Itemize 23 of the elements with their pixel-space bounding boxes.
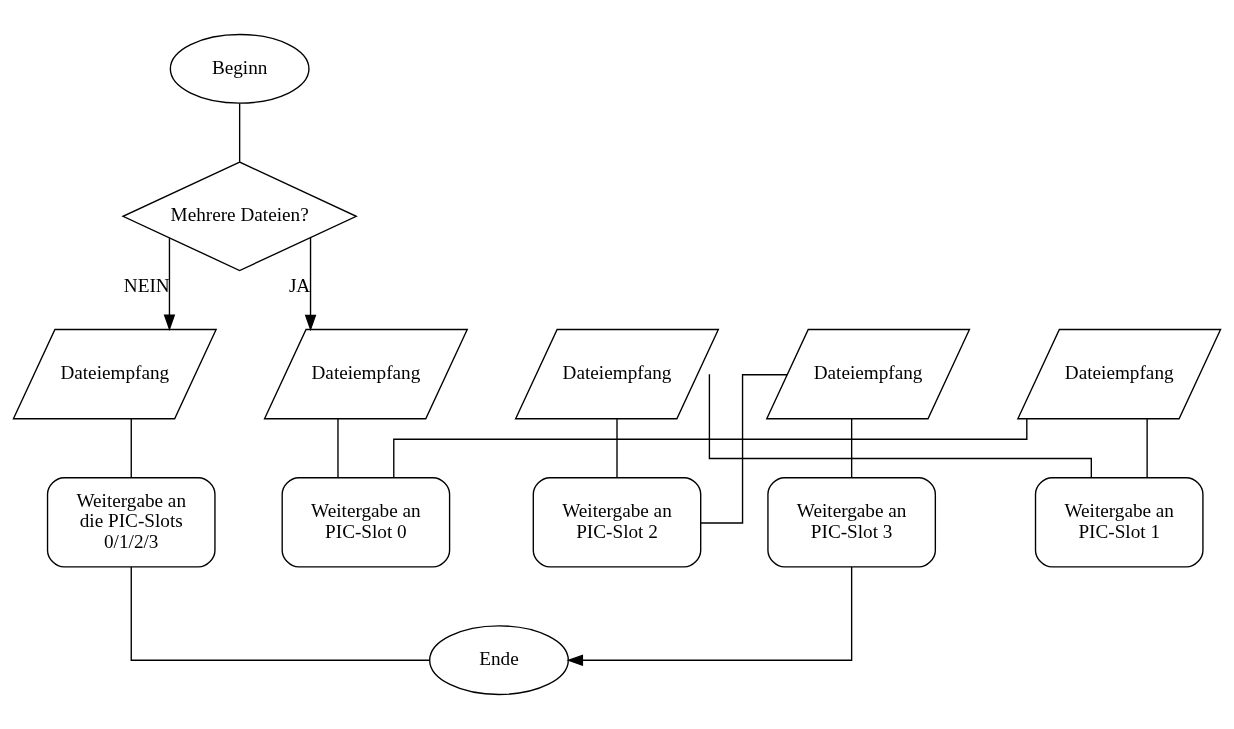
node-box: Weitergabe an PIC-Slot 1: [1034, 477, 1204, 568]
node-diamond: Mehrere Dateien?: [121, 161, 358, 272]
node-box: Weitergabe an PIC-Slot 3: [767, 477, 937, 568]
edge-label: NEIN: [123, 275, 170, 297]
node-box: Weitergabe an PIC-Slot 0: [281, 477, 451, 568]
node-ellipse: Beginn: [169, 33, 310, 104]
arrow: [163, 237, 176, 332]
connector: [337, 418, 339, 479]
connector: [708, 373, 1092, 479]
arrow: [566, 566, 853, 666]
node-ellipse: Ende: [429, 625, 569, 696]
connector: [850, 418, 853, 479]
connector: [238, 102, 241, 163]
node-box: Weitergabe an PIC-Slot 2: [532, 477, 702, 568]
connector: [616, 418, 618, 479]
connector: [130, 418, 132, 479]
arrow: [304, 236, 317, 332]
connector: [130, 566, 431, 661]
connector: [393, 418, 1028, 479]
connector: [700, 374, 788, 524]
edge-label: JA: [288, 274, 311, 296]
node-box: Weitergabe an die PIC-Slots 0/1/2/3: [46, 477, 216, 568]
connector: [1146, 418, 1148, 479]
